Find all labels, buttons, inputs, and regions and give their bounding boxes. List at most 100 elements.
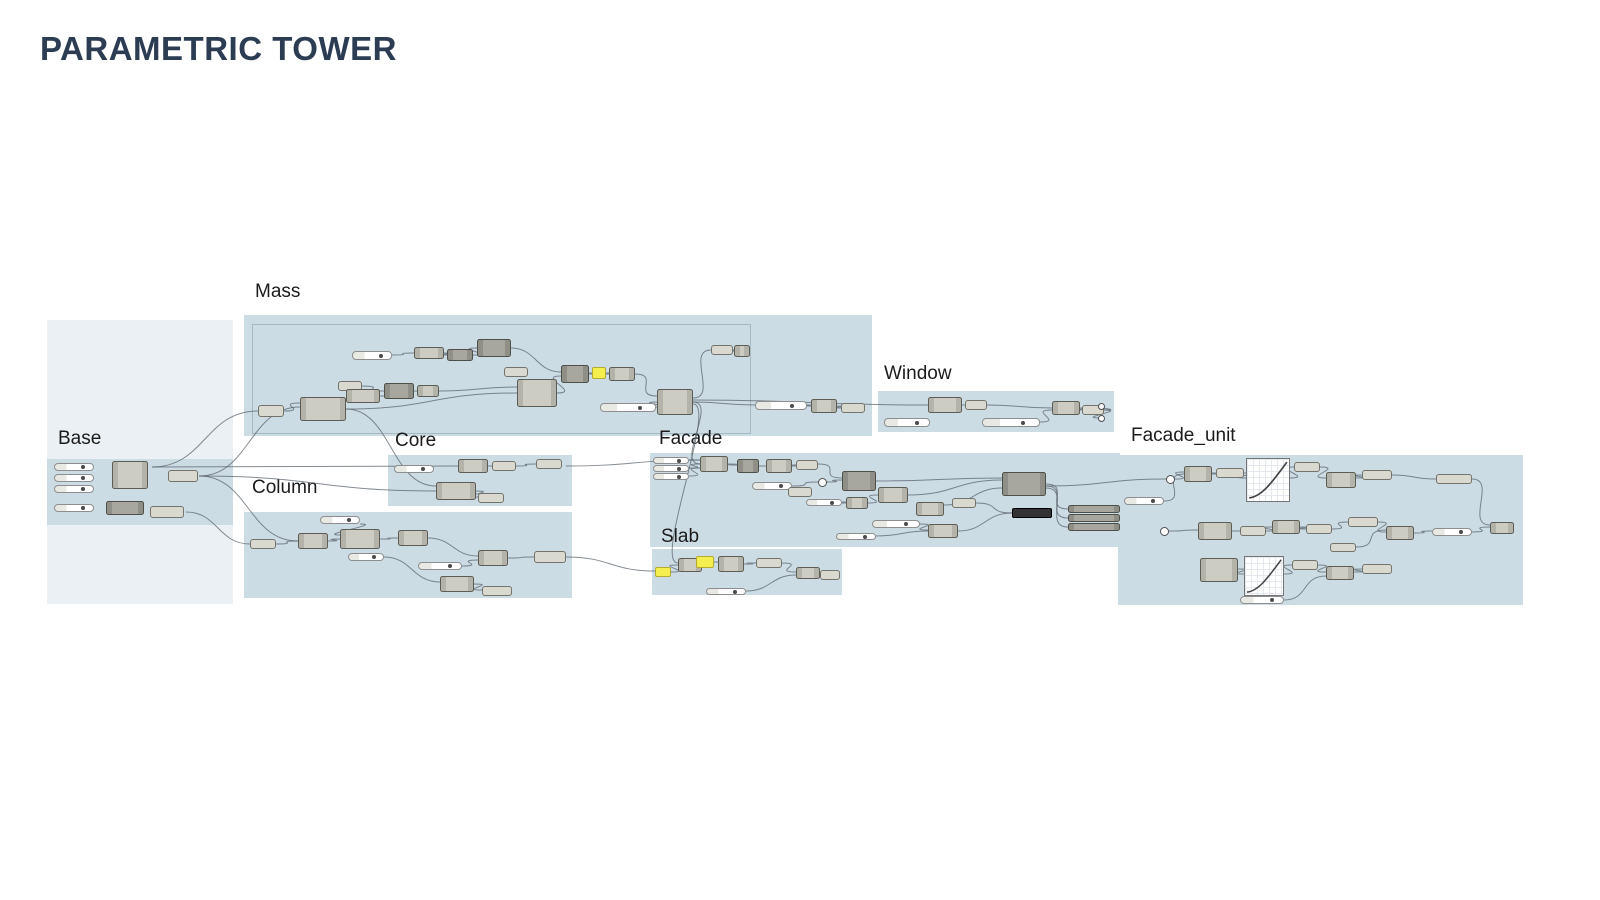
slider-node-35[interactable] [54,504,94,512]
param-node-21[interactable] [841,403,865,413]
component-node-dark-36[interactable] [106,501,144,515]
param-node-61[interactable] [796,460,818,470]
component-node-102[interactable] [1386,526,1414,540]
slider-knob[interactable] [790,403,794,408]
slider-node-103[interactable] [1432,528,1472,536]
component-node-16[interactable] [657,389,693,415]
circle-node-64[interactable] [818,478,827,487]
param-node-52[interactable] [534,551,566,563]
slider-node-22[interactable] [884,418,930,427]
component-node-dark-75[interactable] [1068,505,1120,513]
component-node-72[interactable] [928,524,958,538]
slider-knob[interactable] [346,518,351,522]
param-node-0[interactable] [258,405,284,417]
component-node-1[interactable] [300,397,346,421]
component-node-dark-73[interactable] [1002,472,1046,496]
param-node-63[interactable] [788,487,812,497]
param-node-24[interactable] [965,400,987,410]
param-node-70[interactable] [952,498,976,508]
component-node-97[interactable] [1198,522,1232,540]
component-node-48[interactable] [398,530,428,546]
component-node-93[interactable] [1326,472,1356,488]
slider-knob[interactable] [80,476,85,480]
slider-knob[interactable] [1021,420,1026,425]
component-node-53[interactable] [440,576,474,592]
slider-node-49[interactable] [348,553,384,561]
component-node-51[interactable] [478,550,508,566]
param-node-107[interactable] [1292,560,1318,570]
param-node-95[interactable] [1436,474,1472,484]
component-node-84[interactable] [796,567,820,579]
component-node-82[interactable] [718,556,744,572]
slider-knob[interactable] [862,534,867,539]
param-node-98[interactable] [1240,526,1266,536]
component-node-dark-65[interactable] [842,471,876,491]
component-node-5[interactable] [417,385,439,397]
slider-knob[interactable] [447,564,452,568]
component-node-7[interactable] [414,347,444,359]
param-node-83[interactable] [756,558,782,568]
param-node-101[interactable] [1348,517,1378,527]
slider-knob[interactable] [80,506,85,510]
param-node-111[interactable] [1330,543,1356,552]
component-node-dark-12[interactable] [561,365,589,383]
component-node-dark-8[interactable] [447,349,473,361]
slider-knob[interactable] [372,555,377,559]
slider-node-32[interactable] [54,485,94,493]
slider-knob[interactable] [677,474,682,479]
slider-node-62[interactable] [752,482,792,490]
component-node-14[interactable] [609,367,635,381]
component-node-39[interactable] [458,459,488,473]
graph-mapper-node-106[interactable] [1244,556,1284,596]
highlighted-node-13[interactable] [592,367,606,379]
component-node-11[interactable] [517,379,557,407]
param-node-45[interactable] [250,539,276,549]
slider-knob[interactable] [80,465,85,469]
highlighted-node-79[interactable] [655,567,671,577]
slider-node-55[interactable] [653,457,689,464]
component-node-67[interactable] [846,497,868,509]
slider-node-31[interactable] [54,474,94,482]
param-node-43[interactable] [478,493,504,503]
component-node-dark-76[interactable] [1068,514,1120,522]
component-node-dark-59[interactable] [737,459,759,473]
param-node-94[interactable] [1362,470,1392,480]
slider-node-87[interactable] [1124,497,1164,505]
param-node-85[interactable] [820,570,840,580]
component-node-68[interactable] [878,487,908,503]
component-node-dark-77[interactable] [1068,523,1120,531]
circle-node-28[interactable] [1098,403,1105,410]
slider-knob[interactable] [904,522,909,526]
param-node-92[interactable] [1294,462,1320,472]
param-node-40[interactable] [492,461,516,471]
slider-knob[interactable] [1150,499,1155,503]
slider-node-6[interactable] [352,351,392,360]
circle-node-88[interactable] [1166,475,1175,484]
slider-knob[interactable] [830,500,835,505]
highlighted-node-81[interactable] [696,556,714,568]
circle-node-96[interactable] [1160,527,1169,536]
slider-node-44[interactable] [320,516,360,524]
slider-knob[interactable] [914,420,919,425]
component-node-33[interactable] [112,461,148,489]
slider-node-56[interactable] [653,465,689,472]
param-node-54[interactable] [482,586,512,596]
slider-knob[interactable] [80,487,85,491]
graph-mapper-node-91[interactable] [1246,458,1290,502]
param-node-17[interactable] [711,345,733,355]
slider-node-110[interactable] [1240,596,1284,604]
component-node-3[interactable] [346,389,380,403]
slider-node-66[interactable] [806,499,842,506]
param-node-34[interactable] [168,470,198,482]
slider-knob[interactable] [378,353,383,358]
param-node-109[interactable] [1362,564,1392,574]
slider-knob[interactable] [677,466,682,471]
component-node-99[interactable] [1272,520,1300,534]
slider-node-71[interactable] [872,520,920,528]
param-node-10[interactable] [504,367,528,377]
param-node-100[interactable] [1306,524,1332,534]
param-node-41[interactable] [536,459,562,469]
component-node-23[interactable] [928,397,962,413]
component-node-108[interactable] [1326,566,1354,580]
component-node-20[interactable] [811,399,837,413]
